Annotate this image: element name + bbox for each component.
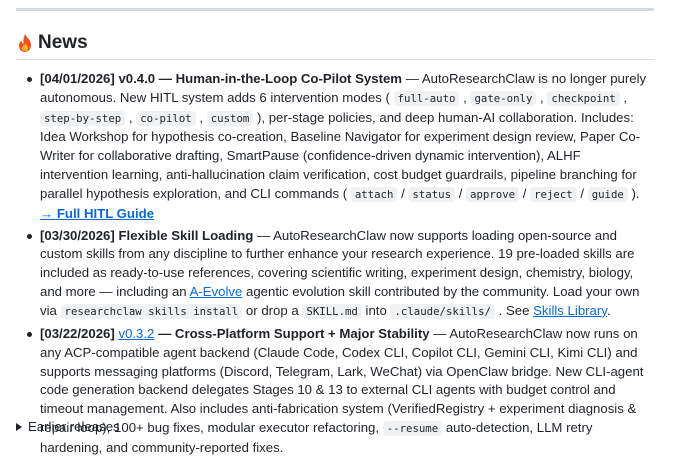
- mode-code: full-auto: [393, 90, 460, 106]
- fire-icon: [19, 34, 31, 52]
- news-date: [03/22/2026]: [40, 325, 115, 341]
- earlier-releases-label: Earlier releases: [28, 419, 120, 434]
- news-item-hitl: [04/01/2026] v0.4.0 — Human-in-the-Loop …: [27, 70, 648, 223]
- a-evolve-link[interactable]: A-Evolve: [189, 284, 243, 300]
- news-headline: Human-in-the-Loop Co-Pilot System: [175, 71, 403, 86]
- skill-file-code: SKILL.md: [302, 303, 362, 319]
- skills-library-link[interactable]: Skills Library: [533, 302, 607, 318]
- skills-dir-code: .claude/skills/: [390, 303, 495, 319]
- mode-code: co-pilot: [136, 110, 196, 126]
- news-title: News: [38, 32, 88, 53]
- news-item-skill-loading: [03/30/2026] Flexible Skill Loading — Au…: [27, 227, 648, 322]
- version-link[interactable]: v0.3.2: [118, 325, 155, 341]
- resume-flag-code: --resume: [382, 420, 443, 436]
- news-heading: News: [16, 31, 88, 55]
- news-headline: Cross-Platform Support + Major Stability: [174, 325, 430, 341]
- command-code: attach: [350, 186, 398, 202]
- news-version: v0.4.0: [118, 71, 156, 86]
- install-command-code: researchclaw skills install: [60, 303, 243, 319]
- heading-divider: [16, 59, 654, 60]
- mode-code: step-by-step: [40, 110, 126, 126]
- news-item-cross-platform: [03/22/2026] v0.3.2 — Cross-Platform Sup…: [27, 325, 648, 458]
- news-date: [04/01/2026]: [40, 71, 115, 86]
- disclosure-triangle-icon: [16, 423, 22, 431]
- mode-code: gate-only: [470, 90, 537, 106]
- command-code: guide: [587, 186, 628, 202]
- full-hitl-guide-link[interactable]: → Full HITL Guide: [40, 205, 155, 221]
- mode-code: checkpoint: [547, 90, 620, 106]
- news-list: [04/01/2026] v0.4.0 — Human-in-the-Loop …: [0, 70, 648, 461]
- mode-code: custom: [206, 110, 254, 126]
- command-code: reject: [530, 186, 577, 202]
- news-headline: Flexible Skill Loading: [118, 227, 254, 243]
- news-date: [03/30/2026]: [40, 227, 115, 243]
- top-divider: [16, 8, 654, 11]
- command-code: status: [408, 186, 456, 202]
- earlier-releases-toggle[interactable]: Earlier releases: [16, 418, 120, 436]
- command-code: approve: [466, 186, 520, 202]
